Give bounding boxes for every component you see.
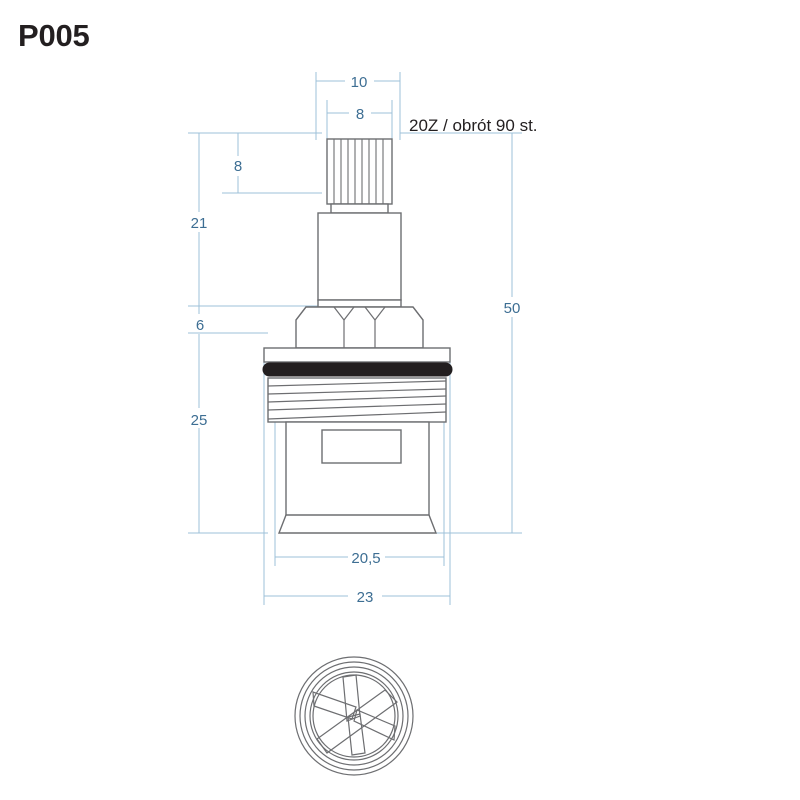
dim-label-flange-height: 6	[196, 317, 204, 334]
dim-label-stem-height: 21	[191, 215, 208, 232]
spline-teeth	[333, 139, 384, 204]
dim-label-body-width: 20,5	[351, 550, 380, 567]
outer-ring-4	[309, 671, 399, 761]
base-plate	[277, 514, 438, 534]
dim-label-body-height: 25	[191, 412, 208, 429]
stem-base-collar	[317, 299, 402, 308]
dim-label-stem-outer-width: 10	[351, 74, 368, 91]
stem-shaft	[317, 212, 402, 301]
port-slot-lower	[347, 713, 366, 756]
hex-nut-facets	[295, 306, 424, 348]
dim-label-spline-width: 8	[356, 106, 364, 123]
port-slot-left	[312, 691, 357, 720]
splined-stem-body	[326, 138, 393, 205]
port-slot-right	[353, 709, 396, 741]
hex-nut	[295, 306, 424, 349]
outer-ring-1	[294, 656, 414, 776]
flange-plate	[263, 347, 451, 363]
spline-note-label: 20Z / obrót 90 st.	[409, 116, 538, 135]
spline-collar	[330, 203, 389, 214]
outer-ring-3	[304, 666, 404, 766]
port-slots	[312, 674, 398, 756]
bottom-end-view	[294, 656, 414, 776]
page-title: P005	[18, 18, 90, 53]
thread-lines	[267, 380, 447, 420]
dimension-lines	[188, 72, 522, 605]
dim-label-flange-width: 23	[357, 589, 374, 606]
body-port-window	[321, 429, 402, 464]
dim-label-total-height: 50	[504, 300, 521, 317]
dim-label-spline-height: 8	[234, 158, 242, 175]
outer-ring-2	[299, 661, 409, 771]
front-elevation-view	[262, 138, 453, 534]
dimension-ticks	[315, 74, 401, 120]
port-slot-diagonal	[316, 689, 398, 754]
oring-seal	[262, 362, 453, 377]
dimension-labels: 10 8 8 21 6 25 50 20,5 23	[191, 74, 521, 606]
